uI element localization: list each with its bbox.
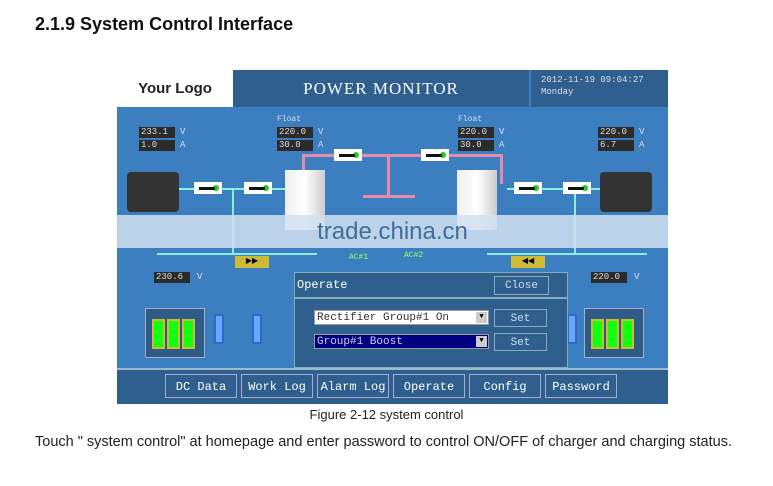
ac-bus-line [387, 154, 390, 196]
right-battery-voltage: 220.0 [598, 127, 634, 138]
unit-a: A [499, 140, 505, 150]
ac-bus-line [302, 154, 305, 184]
set-button-2[interactable]: Set [494, 333, 547, 351]
switch-icon [244, 182, 272, 194]
left-battery-voltage: 233.1 [139, 127, 175, 138]
rect1-mode: Float [277, 115, 302, 124]
diode-icon: ◀◀ [511, 256, 545, 268]
rect1-current: 30.0 [277, 140, 313, 151]
screen-title: POWER MONITOR [233, 70, 529, 107]
load-module-icon [145, 308, 205, 358]
unit-a: A [639, 140, 645, 150]
switch-icon [514, 182, 542, 194]
unit-v: V [180, 127, 186, 137]
fuse-icon [252, 314, 262, 344]
left-battery-icon [127, 172, 179, 212]
switch-icon [563, 182, 591, 194]
nav-dc-data[interactable]: DC Data [165, 374, 237, 398]
nav-work-log[interactable]: Work Log [241, 374, 313, 398]
dc-line [157, 253, 317, 255]
dc-line [507, 188, 617, 190]
nav-config[interactable]: Config [469, 374, 541, 398]
unit-v: V [499, 127, 505, 137]
switch-icon [334, 149, 362, 161]
rect1-voltage: 220.0 [277, 127, 313, 138]
ac1-label: AC#1 [349, 253, 369, 262]
right-battery-icon [600, 172, 652, 212]
nav-password[interactable]: Password [545, 374, 617, 398]
chevron-down-icon[interactable]: ▼ [476, 336, 487, 347]
ac-bus-line [363, 195, 415, 198]
fuse-icon [567, 314, 577, 344]
switch-icon [194, 182, 222, 194]
left-battery-current: 1.0 [139, 140, 175, 151]
select-value: Rectifier Group#1 On [317, 312, 450, 324]
date-text: 2012-11-19 09:04:27 [541, 75, 644, 85]
nav-bar: DC Data Work Log Alarm Log Operate Confi… [117, 368, 668, 404]
nav-alarm-log[interactable]: Alarm Log [317, 374, 389, 398]
unit-v: V [639, 127, 645, 137]
body-text: Touch " system control" at homepage and … [35, 434, 732, 450]
rect2-mode: Float [458, 115, 483, 124]
dc-line [487, 253, 647, 255]
rect2-current: 30.0 [458, 140, 494, 151]
logo: Your Logo [117, 70, 233, 107]
right-bus-voltage: 220.0 [591, 272, 627, 283]
select-value: Group#1 Boost [317, 336, 403, 348]
fuse-icon [214, 314, 224, 344]
unit-v: V [197, 272, 203, 282]
mode-select[interactable]: Group#1 Boost ▼ [314, 334, 489, 349]
power-monitor-screen: Your Logo POWER MONITOR 2012-11-19 09:04… [117, 70, 668, 404]
unit-a: A [180, 140, 186, 150]
diode-icon: ▶▶ [235, 256, 269, 268]
left-bus-voltage: 230.6 [154, 272, 190, 283]
ac2-label: AC#2 [404, 251, 424, 260]
nav-operate[interactable]: Operate [393, 374, 465, 398]
unit-v: V [634, 272, 640, 282]
dialog-title: Operate [297, 278, 348, 292]
unit-v: V [318, 127, 324, 137]
ac-bus-line [302, 154, 502, 157]
section-heading: 2.1.9 System Control Interface [35, 14, 294, 34]
divider [295, 297, 567, 299]
day-text: Monday [541, 87, 574, 97]
load-module-icon [584, 308, 644, 358]
unit-a: A [318, 140, 324, 150]
right-battery-current: 6.7 [598, 140, 634, 151]
switch-icon [421, 149, 449, 161]
set-button-1[interactable]: Set [494, 309, 547, 327]
watermark: trade.china.cn [117, 215, 668, 248]
rect2-voltage: 220.0 [458, 127, 494, 138]
figure-caption: Figure 2-12 system control [309, 407, 464, 422]
ac-bus-line [500, 154, 503, 184]
rectifier-select[interactable]: Rectifier Group#1 On ▼ [314, 310, 489, 325]
operate-dialog: Operate Close Rectifier Group#1 On▼ Set … [294, 272, 568, 368]
close-button[interactable]: Close [494, 276, 549, 295]
chevron-down-icon[interactable]: ▼ [476, 312, 487, 323]
